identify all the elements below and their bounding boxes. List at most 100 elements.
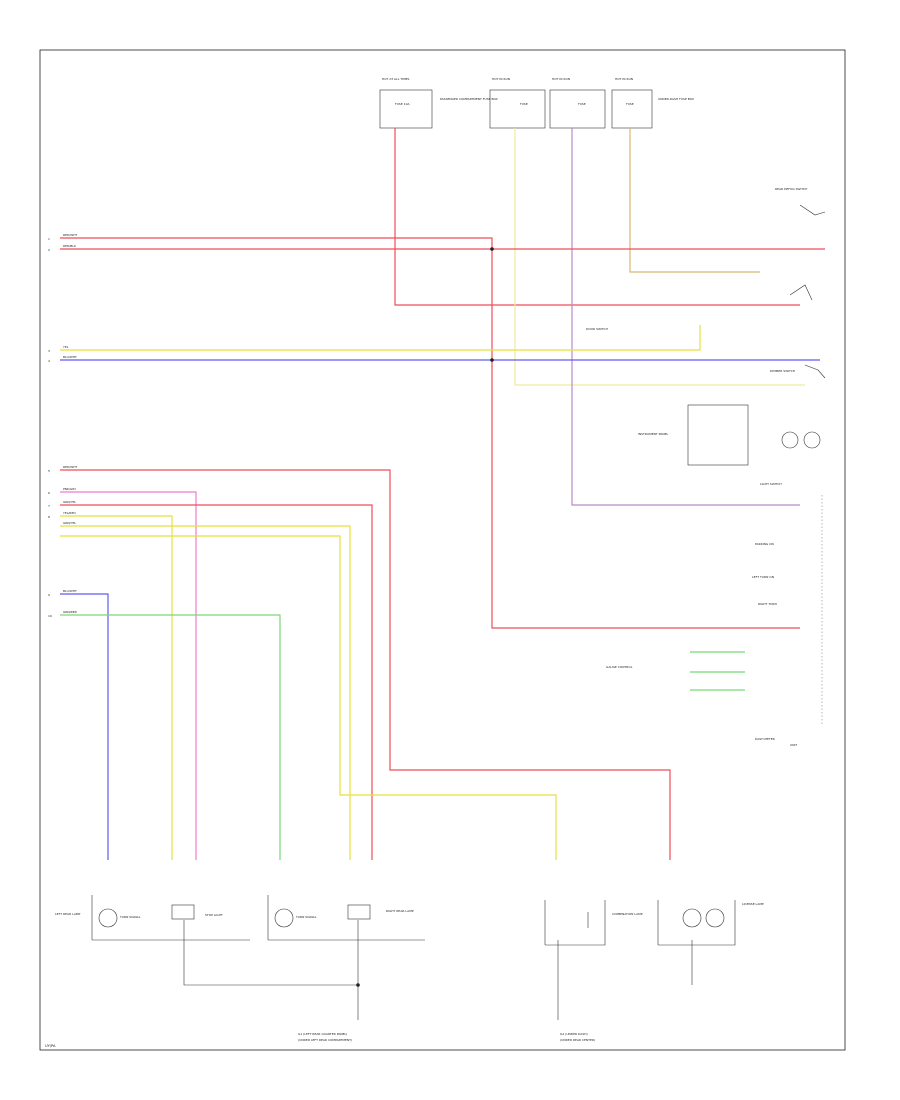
ground-right-note: (UNDER REAR CENTER) [560,1038,595,1042]
meter-unit-label: UNIT [790,743,797,747]
instrument-panel-box [687,404,749,466]
gauge-control-label: GAUGE CONTROL [606,665,633,669]
ground-wire-left [183,920,358,986]
fuse-d-title: HOT IN RUN [615,77,633,81]
fuse-d-note: UNDER-DASH FUSE BOX [658,97,694,101]
dimmer-label: DIMMER SWITCH [770,369,795,373]
bulb-icon [274,908,294,928]
fuse-block-b: HOT IN RUN FUSE [489,77,546,129]
pin-number: 1 [48,237,50,241]
dimmer-switch [804,364,826,379]
fuse-a-box [379,89,433,129]
wire-yellow-lower-3 [60,535,557,860]
parking-on-label: PARKING ON [755,542,774,546]
fuse-a-sub: FUSE 10A [395,102,410,106]
bulb-icon [705,908,725,928]
wire-tan-fuse-d [629,128,760,273]
pin-number: 9 [48,593,50,597]
ground-left-label: G1 (LEFT REAR QUARTER PANEL) [298,1032,347,1036]
wire-pale-fuse-c [571,128,800,506]
wire-yellow-lower-2 [60,525,351,860]
wire-label: RED/WHT [63,233,78,237]
fuse-b-box [489,89,546,129]
fuse-b-title: HOT IN RUN [492,77,510,81]
defog-switch [799,204,826,216]
fuse-c-box [549,89,606,129]
left-turn-label: LEFT TURN ON [752,575,774,579]
wire-red-top-1 [60,237,800,629]
right-rear-lamp-assembly: TURN SIGNAL RIGHT REAR LAMP [267,895,425,941]
wire-red-lower-2 [60,504,373,860]
fuse-d-sub: FUSE [626,102,634,106]
wire-label: BLU/WHT [63,355,77,359]
diagram-frame [39,49,846,1051]
footer-code: UY/PA [45,1044,56,1048]
wire-label: GRN/RED [63,610,78,614]
fuse-c-title: HOT IN RUN [552,77,570,81]
lamp-housing [267,895,425,941]
bulb-icon [682,908,702,928]
turn-signal-label: TURN SIGNAL [119,915,141,919]
right-turn-label: RIGHT TURN [758,602,777,606]
wire-label: GRN/YEL [63,521,76,525]
lamp-housing [91,895,250,941]
wire-label: YEL [63,345,69,349]
junction-dot [490,358,494,362]
instrument-panel-label: INSTRUMENT PANEL [638,432,668,436]
wire-blue-lower [60,593,109,860]
right-rear-lamp-label: RIGHT REAR LAMP [386,909,414,913]
tail-lamp-assembly: COMBINATION LAMP [544,900,643,946]
rear-defog-label: REAR DEFOG SWITCH [775,187,807,191]
pin-number: 5 [48,469,50,473]
fuse-block-d: HOT IN RUN FUSE UNDER-DASH FUSE BOX [611,77,694,129]
turn-signal-label: TURN SIGNAL [295,915,317,919]
fuse-block-c: HOT IN RUN FUSE [549,77,606,129]
pin-number: 10 [48,614,52,618]
wire-red-lower [60,469,671,860]
pin-number: 7 [48,504,50,508]
door-switch [789,284,813,301]
meter-label: DASH METER [755,737,775,741]
junction-dot [490,247,494,251]
lamp-socket [171,904,195,920]
wire-label: RED/BLK [63,244,77,248]
fuse-d-box [611,89,653,129]
combination-lamp-label: COMBINATION LAMP [612,912,643,916]
ground-left-note: (UNDER LEFT REAR COMPARTMENT) [298,1038,352,1042]
wire-label: BLU/WHT [63,589,77,593]
pin-number: 4 [48,359,50,363]
left-rear-lamp-label: LEFT REAR LAMP [55,912,80,916]
wire-label: GRN/YEL [63,500,76,504]
wire-yellow-fuse-b [514,128,805,386]
wire-pink-lower [60,491,197,860]
junction-dot [356,983,360,987]
fuse-a-title: HOT AT ALL TIMES [382,77,410,81]
ground-right-label: G2 (UNDER DASH) [560,1032,588,1036]
stop-light-label: STOP LIGHT [205,913,223,917]
fuse-b-sub: FUSE [520,102,528,106]
wire-red-fuse-a [394,128,800,306]
pin-number: 6 [48,491,50,495]
license-lamp-assembly: LICENSE LAMP [657,900,764,946]
pin-number: 8 [48,515,50,519]
wire-label: YEL/RED [63,511,76,515]
lamp-housing [544,900,606,946]
bulb-icon [803,431,821,449]
fuse-c-sub: FUSE [578,102,586,106]
bulb-icon [781,431,799,449]
fuse-block-a: HOT AT ALL TIMES FUSE 10A PASSENGER COMP… [379,77,498,129]
left-rear-lamp-assembly: LEFT REAR LAMP TURN SIGNAL STOP LIGHT [55,895,250,941]
lamp-socket [347,904,371,920]
wire-label: RED/WHT [63,465,78,469]
light-switch-label: LIGHT SWITCH [760,482,782,486]
wire-yellow-lower-1 [60,515,173,860]
fuse-a-note: PASSENGER COMPARTMENT FUSE BOX [440,97,498,101]
pin-number: 2 [48,248,50,252]
door-switch-label: DOOR SWITCH [586,327,608,331]
pin-number: 3 [48,349,50,353]
license-lamp-label: LICENSE LAMP [742,902,764,906]
wire-green-lower [60,614,281,860]
lamp-housing [657,900,736,946]
bulb-icon [98,908,118,928]
